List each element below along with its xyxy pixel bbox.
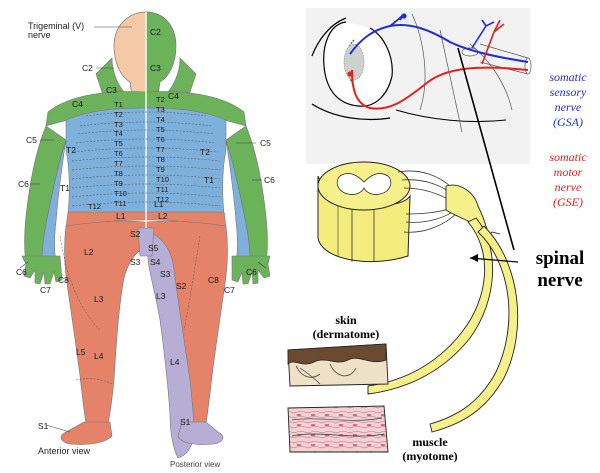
label-c4-left: C4 <box>72 100 83 109</box>
label-t2-r: T2 <box>156 96 165 104</box>
label-t3-trunk: T3 <box>114 121 123 129</box>
label-l4-left: L4 <box>94 352 103 361</box>
label-c6-hand-left: C6 <box>16 268 27 277</box>
label-s3-center: S3 <box>130 258 140 267</box>
label-c8-left: C8 <box>58 276 69 285</box>
label-c2-head: C2 <box>150 28 161 37</box>
skin-line2: (dermatome) <box>296 328 396 342</box>
muscle-line1: muscle <box>390 436 470 450</box>
label-t7-trunk: T7 <box>114 160 123 168</box>
label-l1-right: L1 <box>154 200 163 209</box>
spinal-nerve-label: spinal nerve <box>522 248 598 292</box>
label-c5-left: C5 <box>26 136 37 145</box>
skin-dermatome-label: skin (dermatome) <box>296 314 396 342</box>
anterior-view-caption: Anterior view <box>38 446 90 456</box>
label-c7-left: C7 <box>40 286 51 295</box>
label-t10-trunk: T10 <box>114 190 127 198</box>
label-s2-right: S2 <box>176 282 186 291</box>
label-c6-left: C6 <box>18 180 29 189</box>
label-t4-trunk: T4 <box>114 130 123 138</box>
label-t9-trunk: T9 <box>114 180 123 188</box>
label-s2-center: S2 <box>130 230 140 239</box>
label-t4-r: T4 <box>156 116 165 124</box>
label-t1-arm-right: T1 <box>204 176 214 185</box>
label-c3-left: C3 <box>106 86 117 95</box>
motor-line2: motor <box>540 165 596 180</box>
label-t5-trunk: T5 <box>114 140 123 148</box>
muscle-line2: (myotome) <box>390 450 470 464</box>
sensory-line4: (GSA) <box>540 115 596 130</box>
label-c8-right: C8 <box>208 276 219 285</box>
label-t12-left: T12 <box>88 203 101 211</box>
label-s3-right: S3 <box>160 270 170 279</box>
label-t11-r: T11 <box>156 186 168 194</box>
label-l4-right: L4 <box>170 358 179 367</box>
label-s1-right: S1 <box>180 418 190 427</box>
label-l3-left: L3 <box>94 295 103 304</box>
muscle-myotome-label: muscle (myotome) <box>390 436 470 464</box>
sensory-line2: sensory <box>540 85 596 100</box>
sensory-line3: nerve <box>540 100 596 115</box>
sensory-line1: somatic <box>540 70 596 85</box>
label-t2-arm-right: T2 <box>200 148 210 157</box>
label-c4-right: C4 <box>168 92 179 101</box>
label-t2-arm-left: T2 <box>66 146 76 155</box>
spinal-line2: nerve <box>522 270 598 292</box>
label-t5-r: T5 <box>156 126 165 134</box>
label-l1-left: L1 <box>116 212 125 221</box>
label-t10-r: T10 <box>156 176 169 184</box>
motor-line3: nerve <box>540 180 596 195</box>
label-l5-left: L5 <box>76 348 85 357</box>
somatic-motor-label: somatic motor nerve (GSE) <box>540 150 596 210</box>
label-t7-r: T7 <box>156 146 165 154</box>
label-l2-right: L2 <box>158 212 167 221</box>
label-t11-trunk: T11 <box>114 200 126 208</box>
label-t1-trunk: T1 <box>114 101 123 109</box>
label-t6-r: T6 <box>156 136 165 144</box>
label-t6-trunk: T6 <box>114 150 123 158</box>
skin-line1: skin <box>296 314 396 328</box>
label-t3-r: T3 <box>156 106 165 114</box>
label-t2-trunk: T2 <box>114 111 123 119</box>
label-s5-right: S5 <box>148 244 158 253</box>
label-c2-left: C2 <box>82 64 93 73</box>
spinal-line1: spinal <box>522 248 598 270</box>
label-c6-hand-right: C6 <box>246 268 257 277</box>
somatic-sensory-label: somatic sensory nerve (GSA) <box>540 70 596 130</box>
label-t8-trunk: T8 <box>114 170 123 178</box>
label-t1-arm-left: T1 <box>60 184 70 193</box>
label-t8-r: T8 <box>156 156 165 164</box>
label-c3-right: C3 <box>150 64 161 73</box>
label-l2-left: L2 <box>84 248 93 257</box>
label-c6-right: C6 <box>264 176 275 185</box>
label-c7-right: C7 <box>224 286 235 295</box>
label-c5-right: C5 <box>260 139 271 148</box>
motor-line1: somatic <box>540 150 596 165</box>
label-s1-left: S1 <box>38 422 48 431</box>
label-s4-right: S4 <box>150 258 160 267</box>
motor-line4: (GSE) <box>540 195 596 210</box>
label-t9-r: T9 <box>156 166 165 174</box>
label-l3-right: L3 <box>156 292 165 301</box>
